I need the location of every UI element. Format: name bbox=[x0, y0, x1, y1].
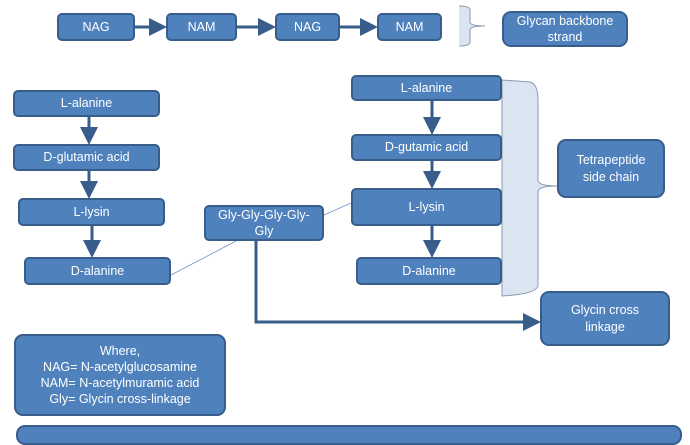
legend-box: Where, NAG= N-acetylglucosamine NAM= N-a… bbox=[14, 334, 226, 416]
backbone-node-nam: NAM bbox=[166, 13, 237, 41]
gly-bridge: Gly-Gly-Gly-Gly-Gly bbox=[204, 205, 324, 241]
right-l-alanine: L-alanine bbox=[351, 75, 502, 101]
glycan-label: Glycan backbone strand bbox=[502, 11, 628, 47]
right-d-gutamic-acid: D-gutamic acid bbox=[351, 134, 502, 161]
link-line bbox=[170, 239, 239, 276]
left-d-glutamic-acid: D-glutamic acid bbox=[13, 144, 160, 171]
left-d-alanine: D-alanine bbox=[24, 257, 171, 285]
legend-line: NAM= N-acetylmuramic acid bbox=[40, 376, 200, 390]
legend-title: Where, bbox=[99, 343, 141, 358]
bottom-panel bbox=[16, 425, 682, 445]
link-line bbox=[323, 202, 352, 216]
legend-line: Gly= Glycin cross-linkage bbox=[49, 392, 191, 407]
left-l-lysin: L-lysin bbox=[18, 198, 165, 226]
connectors bbox=[80, 5, 558, 331]
backbone-bracket bbox=[458, 5, 486, 47]
legend-line: NAG= N-acetylglucosamine bbox=[43, 359, 197, 374]
backbone-node-nag: NAG bbox=[57, 13, 135, 41]
right-d-alanine: D-alanine bbox=[356, 257, 502, 285]
crosslink-arrow bbox=[254, 241, 541, 331]
tetrapeptide-bracket bbox=[501, 79, 558, 297]
backbone-node-nam: NAM bbox=[377, 13, 442, 41]
tetrapeptide-label: Tetrapeptide side chain bbox=[557, 139, 665, 198]
right-l-lysin: L-lysin bbox=[351, 188, 502, 226]
backbone-node-nag: NAG bbox=[275, 13, 340, 41]
left-l-alanine: L-alanine bbox=[13, 90, 160, 117]
crosslink-label: Glycin cross linkage bbox=[540, 291, 670, 346]
